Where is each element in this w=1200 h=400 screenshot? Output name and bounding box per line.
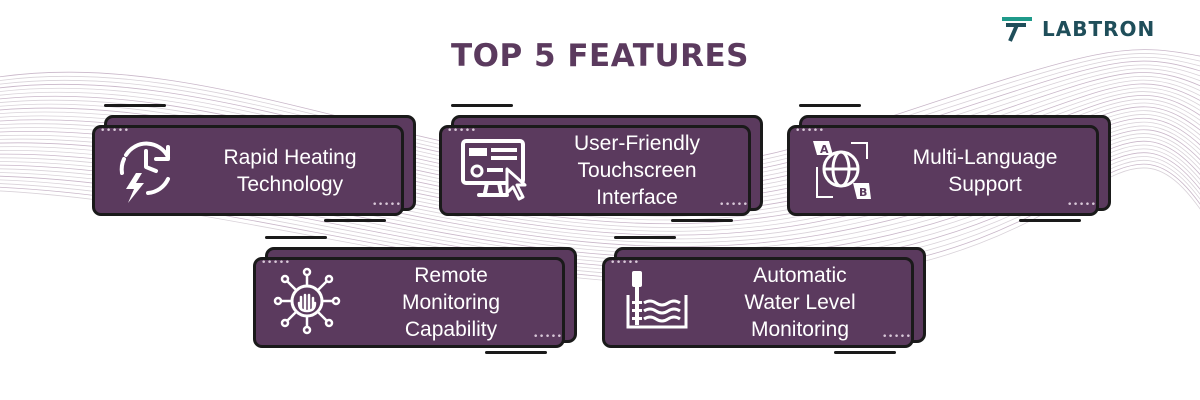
remote-monitoring-icon [273, 267, 341, 335]
svg-text:B: B [859, 186, 867, 199]
feature-label: Rapid Heating Technology [223, 145, 357, 196]
page-title: TOP 5 FEATURES [450, 38, 749, 74]
labtron-logo-icon [1002, 17, 1032, 42]
feature-label: User-Friendly Touchscreen Interface [573, 132, 701, 209]
water-level-icon [626, 271, 688, 329]
svg-text:A: A [820, 143, 829, 156]
feature-label: Automatic Water Level Monitoring [744, 264, 856, 341]
feature-label: Multi-Language Support [912, 145, 1058, 196]
brand-name: LABTRON [1042, 17, 1156, 41]
rapid-heating-icon [119, 141, 170, 203]
multi-language-icon: A B [813, 141, 871, 199]
feature-label: Remote Monitoring Capability [401, 264, 501, 341]
touchscreen-icon [461, 139, 527, 201]
brand-logo: LABTRON [1000, 14, 1155, 44]
